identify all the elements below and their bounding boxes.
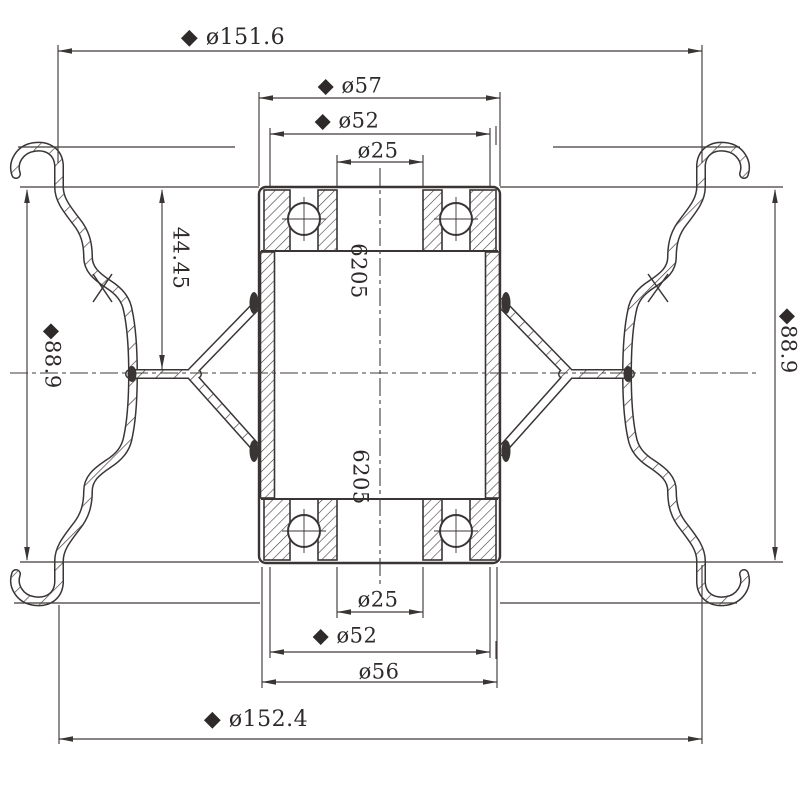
bearing-designation-bottom: 6205 — [348, 449, 373, 505]
dimension-label-diameter-57: ◆ ø57 — [317, 73, 383, 98]
hub-wall-right — [484, 251, 501, 499]
dimension-label-height-44-45: 44.45 — [168, 226, 193, 290]
dimension-label-diameter-52-top: ◆ ø52 — [314, 108, 380, 133]
dimension-label-diameter-152-4: ◆ ø152.4 — [203, 707, 309, 732]
rim-band-right — [627, 147, 745, 602]
rim-band-left — [15, 147, 133, 602]
dimension-label-diameter-52-bottom: ◆ ø52 — [312, 623, 378, 648]
dimension-label-diameter-25-bottom: ø25 — [357, 587, 399, 612]
weld-fillets — [127, 292, 633, 462]
ball-centerlines — [282, 197, 478, 553]
dimension-label-diameter-56: ø56 — [358, 659, 400, 684]
bearing-designation-top: 6205 — [346, 243, 371, 299]
bearing-bottom-races — [263, 498, 497, 561]
dimension-label-diameter-25-top: ø25 — [357, 138, 399, 163]
hub-assembly — [257, 185, 502, 565]
weld-x-mark-left — [92, 273, 113, 303]
dimension-label-width-88-9-right: ◆88.9 — [776, 308, 800, 374]
dimension-label-diameter-151-6: ◆ ø151.6 — [180, 25, 286, 50]
dimension-label-width-88-9-left: ◆88.9 — [40, 323, 65, 389]
weld-x-mark-right — [647, 273, 669, 303]
hub-wall-left — [259, 251, 276, 499]
extension-lines — [14, 45, 783, 744]
